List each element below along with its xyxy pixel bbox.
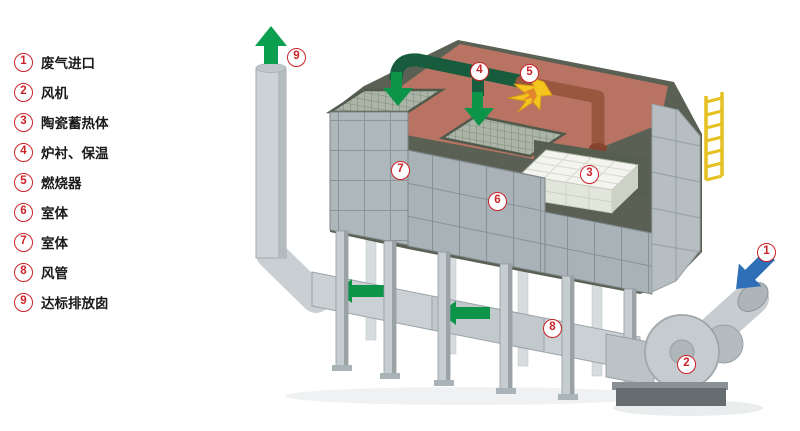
fan-base-lip [612,382,728,390]
callout-marker-1: 1 [757,243,776,262]
stack-elbow-duct [256,239,331,313]
legend-label: 废气进口 [41,56,95,71]
legend-number-badge: 1 [14,52,33,72]
fan-blower [605,281,769,406]
legend-item-7: 7 室体 [14,232,109,252]
chamber-end-cap [651,103,701,293]
legend-item-5: 5 燃烧器 [14,172,109,192]
front-support-legs [332,230,640,403]
chamber-wall-right [544,211,653,295]
stack-shading [278,68,286,258]
legend-number-badge: 7 [14,232,33,252]
legend-label: 陶瓷蓄热体 [41,116,109,131]
legend-item-1: 1 废气进口 [14,52,109,72]
down-flow-arrow-icons [383,72,494,126]
callout-marker-6: 6 [488,192,507,211]
callout-marker-7: 7 [391,161,410,180]
legend-label: 风管 [41,266,68,281]
legend: 1 废气进口 2 风机 3 陶瓷蓄热体 4 炉衬、保温 5 燃烧器 6 室体 7… [14,52,109,322]
legend-label: 室体 [41,236,68,251]
legend-number-badge: 6 [14,202,33,222]
legend-number-badge: 4 [14,142,33,162]
callout-marker-2: 2 [677,355,696,374]
duct-left-flow-arrow-icons [336,279,490,325]
legend-item-4: 4 炉衬、保温 [14,142,109,162]
legend-item-9: 9 达标排放囱 [14,292,109,312]
legend-number-badge: 8 [14,262,33,282]
legend-number-badge: 3 [14,112,33,132]
callout-marker-5: 5 [520,64,539,83]
exhaust-stack [255,26,331,313]
stack-top-opening [255,63,287,73]
inlet-pipe-opening [737,282,769,312]
legend-number-badge: 5 [14,172,33,192]
access-ladder [704,92,724,182]
legend-number-badge: 2 [14,82,33,102]
legend-item-3: 3 陶瓷蓄热体 [14,112,109,132]
burner-flame-icon [507,75,553,113]
legend-label: 达标排放囱 [41,296,109,311]
legend-label: 燃烧器 [41,176,82,191]
callout-marker-3: 3 [580,165,599,184]
callout-marker-4: 4 [470,62,489,81]
callout-marker-8: 8 [543,319,562,338]
legend-item-2: 2 风机 [14,82,109,102]
legend-label: 风机 [41,86,68,101]
callout-marker-9: 9 [287,48,306,67]
legend-item-6: 6 室体 [14,202,109,222]
legend-number-badge: 9 [14,292,33,312]
fan-base [616,388,726,406]
legend-label: 室体 [41,206,68,221]
exhaust-up-arrow-icon [255,26,287,64]
legend-item-8: 8 风管 [14,262,109,282]
legend-label: 炉衬、保温 [41,146,109,161]
heat-storage-bed-middle [438,114,568,158]
